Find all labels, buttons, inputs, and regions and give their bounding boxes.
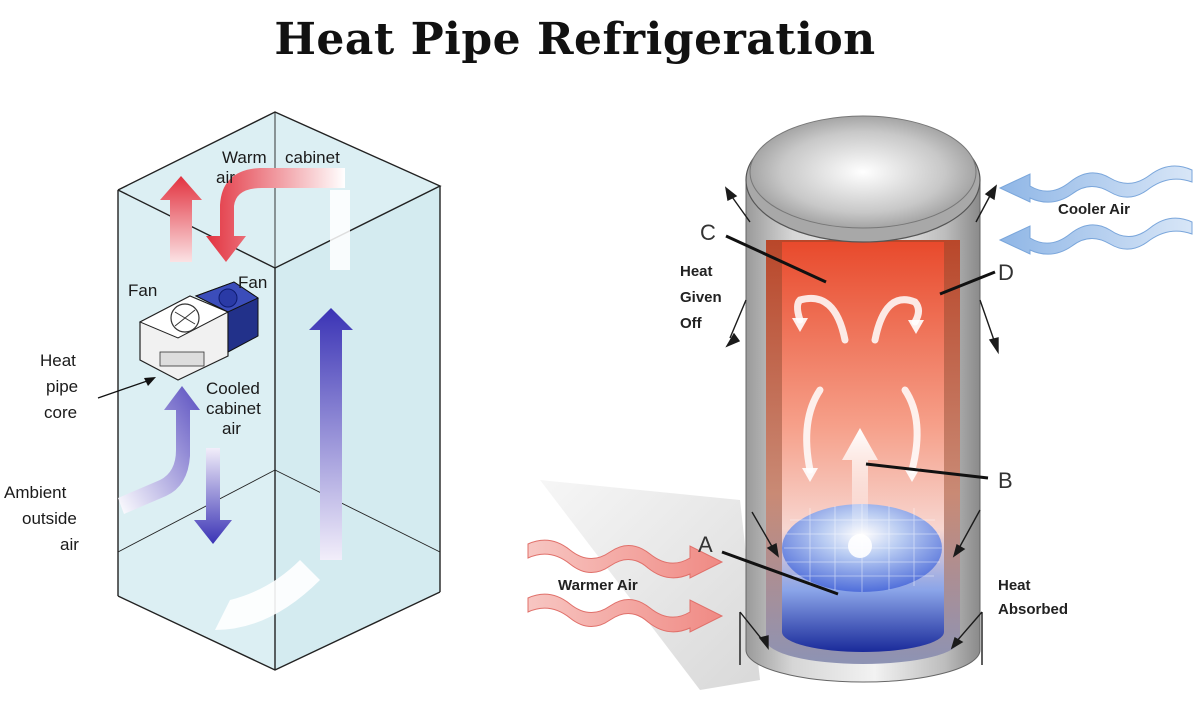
label-heat-given-off-line2: Given	[680, 289, 722, 306]
label-cooled-cabinet-air-line3: air	[222, 419, 241, 438]
label-heat-pipe-core-line2: pipe	[46, 377, 78, 396]
label-heat-given-off-line3: Off	[680, 315, 703, 332]
label-heat-pipe-core-line3: core	[44, 403, 77, 422]
label-fan-left: Fan	[128, 281, 157, 300]
label-heat-given-off-line1: Heat	[680, 263, 713, 280]
heat-pipe-cylinder-diagram: C D B A Cooler Air Warmer Air Heat Given…	[528, 116, 1192, 690]
label-cabinet: cabinet	[285, 148, 340, 167]
label-heat-pipe-core-line1: Heat	[40, 351, 76, 370]
label-warm-air-line1: Warm	[222, 148, 267, 167]
label-cooled-cabinet-air-line2: cabinet	[206, 399, 261, 418]
label-letter-d: D	[998, 260, 1014, 285]
label-heat-absorbed-line1: Heat	[998, 577, 1031, 594]
cabinet-diagram: Warm air cabinet Fan Fan Heat pipe core …	[4, 112, 440, 670]
label-cooled-cabinet-air-line1: Cooled	[206, 379, 260, 398]
label-fan-right: Fan	[238, 273, 267, 292]
label-letter-b: B	[998, 468, 1013, 493]
label-cooler-air: Cooler Air	[1058, 201, 1130, 218]
fan-right-icon	[219, 289, 237, 307]
label-warmer-air: Warmer Air	[558, 577, 638, 594]
label-letter-c: C	[700, 220, 716, 245]
cylinder-top-cap	[750, 116, 976, 228]
label-ambient-outside-air-line1: Ambient	[4, 483, 67, 502]
label-ambient-outside-air-line2: outside	[22, 509, 77, 528]
label-letter-a: A	[698, 532, 713, 557]
label-ambient-outside-air-line3: air	[60, 535, 79, 554]
label-warm-air-line2: air	[216, 168, 235, 187]
label-heat-absorbed-line2: Absorbed	[998, 601, 1068, 618]
